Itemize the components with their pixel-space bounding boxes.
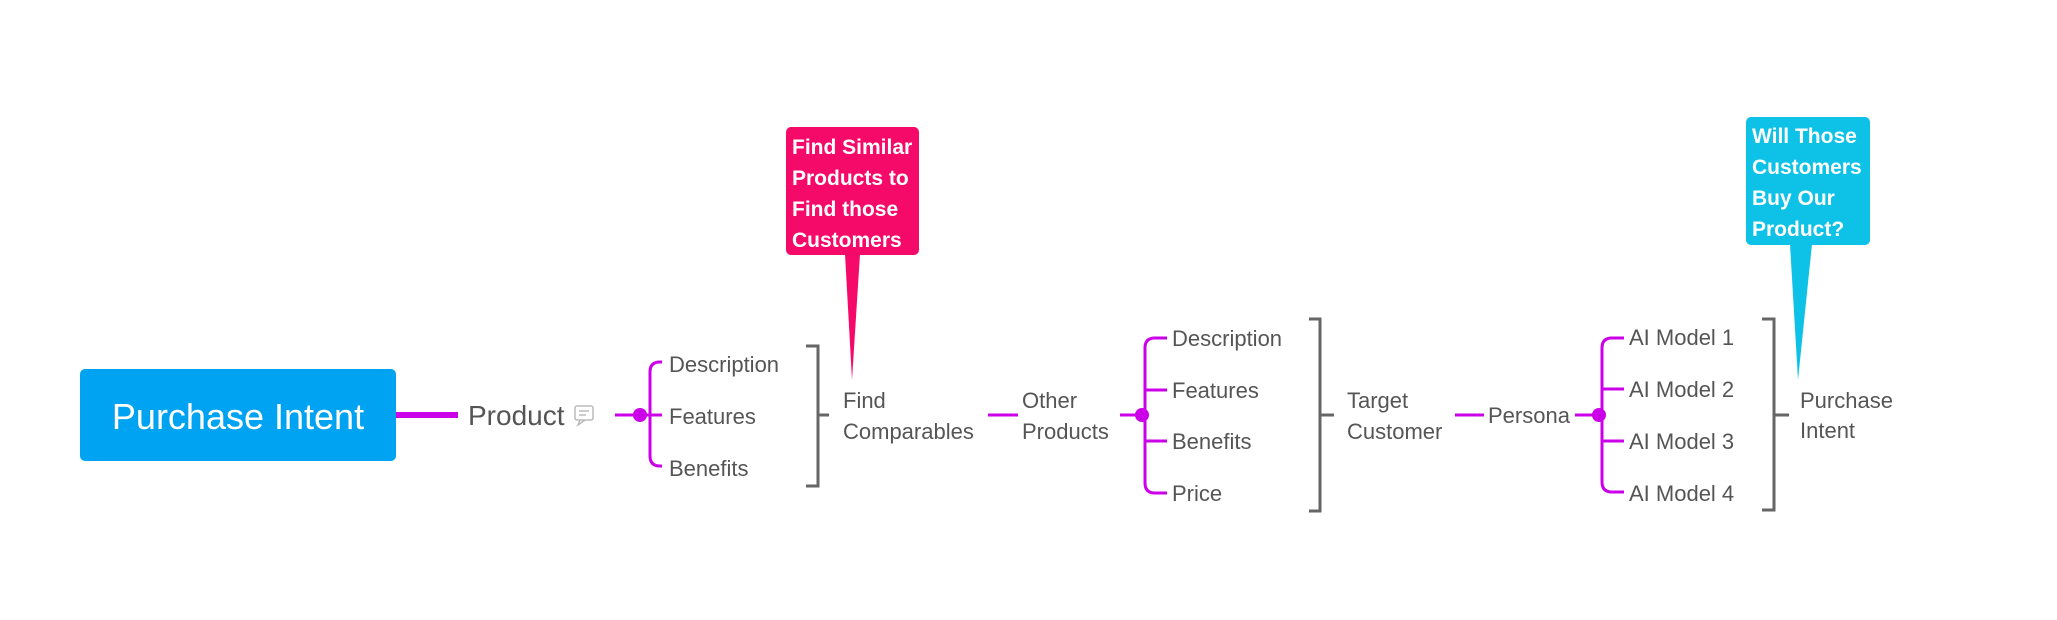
product-branch-spine xyxy=(640,360,662,468)
callout-will-buy[interactable]: Will Those Customers Buy Our Product? xyxy=(1746,117,1870,380)
callout-will-buy-line1: Will Those xyxy=(1752,125,1857,148)
find-comparables-topic[interactable]: Find Comparables xyxy=(843,388,974,444)
find-comparables-line2: Comparables xyxy=(843,419,974,444)
other-products-branch-spine xyxy=(1142,336,1167,495)
purchase-intent-summary-line1: Purchase xyxy=(1800,388,1893,413)
purchase-intent-summary-topic[interactable]: Purchase Intent xyxy=(1800,388,1893,443)
other-attribute-description[interactable]: Description xyxy=(1172,326,1282,351)
product-attribute-description[interactable]: Description xyxy=(669,352,779,377)
model-item-3[interactable]: AI Model 3 xyxy=(1629,429,1734,454)
callout-find-similar-line3: Find those xyxy=(792,198,898,221)
other-attribute-benefits[interactable]: Benefits xyxy=(1172,429,1252,454)
other-products-line1: Other xyxy=(1022,388,1077,413)
model-item-2[interactable]: AI Model 2 xyxy=(1629,377,1734,402)
callout-will-buy-line2: Customers xyxy=(1752,156,1862,179)
model-item-4[interactable]: AI Model 4 xyxy=(1629,481,1734,506)
purchase-intent-summary-line2: Intent xyxy=(1800,418,1855,443)
find-comparables-line1: Find xyxy=(843,388,886,413)
summary-bracket-1 xyxy=(806,344,829,488)
target-customer-topic[interactable]: Target Customer xyxy=(1347,388,1442,444)
callout-find-similar[interactable]: Find Similar Products to Find those Cust… xyxy=(786,127,919,380)
other-attribute-features[interactable]: Features xyxy=(1172,378,1259,403)
product-attribute-benefits[interactable]: Benefits xyxy=(669,456,749,481)
callout-find-similar-pointer xyxy=(845,254,860,380)
target-customer-line1: Target xyxy=(1347,388,1408,413)
callout-find-similar-box xyxy=(786,127,919,255)
callout-find-similar-line1: Find Similar xyxy=(792,136,912,159)
other-products-topic[interactable]: Other Products xyxy=(1022,388,1109,444)
root-topic[interactable]: Purchase Intent xyxy=(80,369,396,461)
product-label: Product xyxy=(468,400,565,431)
callout-find-similar-line4: Customers xyxy=(792,229,902,252)
persona-label: Persona xyxy=(1488,403,1571,428)
callout-will-buy-line3: Buy Our xyxy=(1752,187,1835,210)
product-attribute-list: Description Features Benefits xyxy=(669,352,779,481)
other-attribute-list: Description Features Benefits Price xyxy=(1172,326,1282,506)
target-customer-line2: Customer xyxy=(1347,419,1442,444)
root-topic-box xyxy=(80,369,396,461)
callout-will-buy-box xyxy=(1746,117,1870,245)
persona-topic[interactable]: Persona xyxy=(1488,403,1571,428)
product-attribute-features[interactable]: Features xyxy=(669,404,756,429)
callout-find-similar-line2: Products to xyxy=(792,167,909,190)
other-attribute-price[interactable]: Price xyxy=(1172,481,1222,506)
callout-will-buy-line4: Product? xyxy=(1752,218,1844,241)
callout-will-buy-pointer xyxy=(1790,244,1812,380)
product-topic[interactable]: Product xyxy=(468,400,594,431)
persona-branch-spine xyxy=(1599,336,1624,494)
summary-bracket-2 xyxy=(1309,317,1334,513)
model-item-1[interactable]: AI Model 1 xyxy=(1629,325,1734,350)
summary-bracket-3 xyxy=(1762,317,1789,512)
root-topic-label: Purchase Intent xyxy=(112,396,364,437)
other-products-line2: Products xyxy=(1022,419,1109,444)
model-list: AI Model 1 AI Model 2 AI Model 3 AI Mode… xyxy=(1629,325,1734,506)
note-icon[interactable] xyxy=(574,405,594,428)
